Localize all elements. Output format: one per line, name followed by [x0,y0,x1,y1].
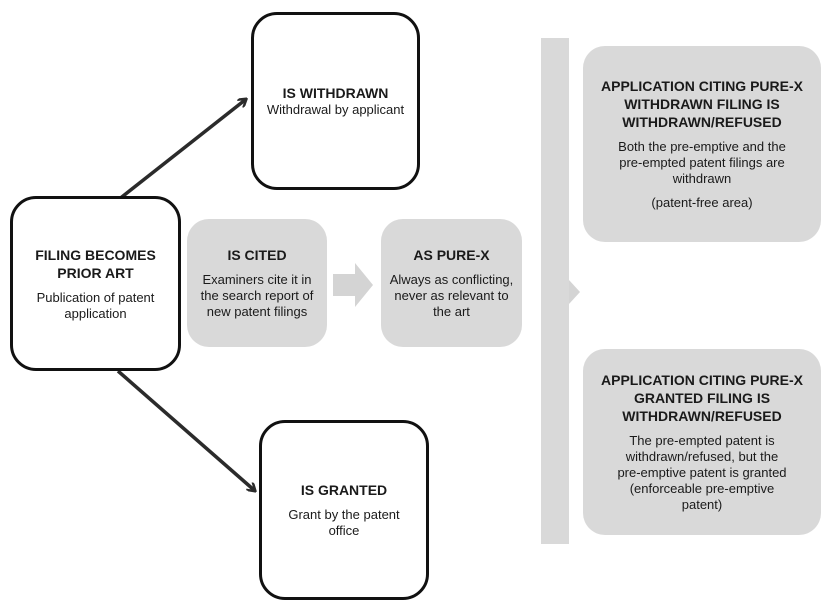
node-prior-art-text: Publication of patent application [36,289,155,321]
arrow-to-withdrawn [116,100,245,202]
connector-bar [541,38,569,544]
node-citing-withdrawn-text: Both the pre-emptive and the pre-empted … [618,139,786,186]
node-citing-withdrawn-title: APPLICATION CITING PURE-X WITHDRAWN FILI… [601,78,803,130]
arrow-to-granted [116,369,254,490]
node-pure-x-text: Always as conflicting, never as relevant… [389,272,514,319]
node-pure-x: AS PURE-X Always as conflicting, never a… [381,219,522,347]
arrow-bar-out [569,280,580,304]
node-withdrawn-title: IS WITHDRAWN [282,85,389,101]
node-prior-art-title: FILING BECOMES PRIOR ART [35,246,156,281]
node-cited-text: Examiners cite it in the search report o… [200,272,314,319]
node-withdrawn-text: Withdrawal by applicant [266,102,405,117]
node-withdrawn: IS WITHDRAWN Withdrawal by applicant [251,12,420,190]
node-granted-text: Grant by the patent office [288,507,400,538]
node-pure-x-title: AS PURE-X [413,247,490,263]
node-prior-art: FILING BECOMES PRIOR ART Publication of … [10,196,181,371]
node-granted-title: IS GRANTED [300,482,388,498]
node-citing-withdrawn: APPLICATION CITING PURE-X WITHDRAWN FILI… [583,46,821,242]
node-cited: IS CITED Examiners cite it in the search… [187,219,327,347]
arrow-cited-to-purex [333,263,373,307]
node-granted: IS GRANTED Grant by the patent office [259,420,429,600]
node-citing-withdrawn-note: (patent-free area) [651,195,753,210]
node-citing-granted: APPLICATION CITING PURE-X GRANTED FILING… [583,349,821,535]
node-citing-granted-title: APPLICATION CITING PURE-X GRANTED FILING… [601,372,803,424]
node-cited-title: IS CITED [227,247,287,263]
node-citing-granted-text: The pre-empted patent is withdrawn/refus… [617,433,787,512]
